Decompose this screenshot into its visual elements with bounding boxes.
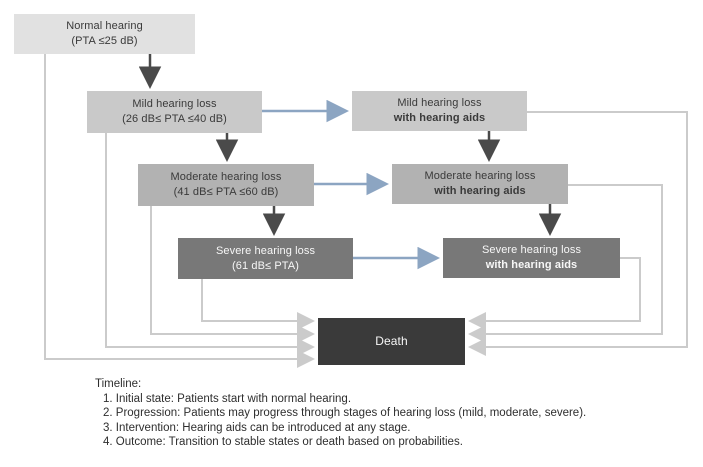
timeline-heading: Timeline:	[95, 378, 142, 390]
state-severe-hearing-loss: Severe hearing loss (61 dB≤ PTA)	[178, 238, 353, 279]
state-label: Moderate hearing loss	[170, 171, 282, 184]
timeline-item: 4. Outcome: Transition to stable states …	[103, 436, 463, 449]
state-moderate-hearing-loss-with-aids: Moderate hearing loss with hearing aids	[392, 164, 568, 204]
arrow-mild-aids-to-death	[468, 111, 688, 356]
state-label: Death	[375, 334, 408, 349]
arrow-moderate-aids-to-death	[468, 184, 663, 343]
state-label: Severe hearing loss	[481, 244, 582, 257]
state-death: Death	[318, 318, 465, 365]
state-label: Mild hearing loss	[132, 98, 217, 111]
state-mild-hearing-loss-with-aids: Mild hearing loss with hearing aids	[352, 91, 527, 131]
state-aids-label: with hearing aids	[393, 112, 486, 124]
state-normal-hearing: Normal hearing (PTA ≤25 dB)	[14, 14, 195, 54]
timeline-item: 3. Intervention: Hearing aids can be int…	[103, 421, 411, 434]
state-moderate-hearing-loss: Moderate hearing loss (41 dB≤ PTA ≤60 dB…	[138, 164, 314, 206]
timeline-item: 2. Progression: Patients may progress th…	[103, 407, 587, 420]
timeline-caption: Timeline: 1. Initial state: Patients sta…	[95, 377, 655, 450]
arrow-severe-to-death	[201, 279, 315, 330]
state-range: (26 dB≤ PTA ≤40 dB)	[122, 113, 227, 125]
state-label: Moderate hearing loss	[424, 170, 536, 183]
state-label: Severe hearing loss	[215, 244, 316, 257]
arrow-mild-to-death	[105, 133, 315, 356]
timeline-item: 1. Initial state: Patients start with no…	[103, 392, 352, 405]
state-range: (PTA ≤25 dB)	[71, 35, 138, 47]
state-label: Mild hearing loss	[397, 97, 482, 110]
state-mild-hearing-loss: Mild hearing loss (26 dB≤ PTA ≤40 dB)	[87, 91, 262, 133]
state-label: Normal hearing	[66, 20, 143, 33]
arrow-severe-aids-to-death	[468, 257, 641, 330]
state-range: (61 dB≤ PTA)	[232, 259, 299, 272]
state-aids-label: with hearing aids	[485, 259, 578, 271]
arrow-moderate-to-death	[150, 206, 315, 343]
state-range: (41 dB≤ PTA ≤60 dB)	[173, 186, 279, 198]
state-aids-label: with hearing aids	[434, 185, 526, 197]
arrow-normal-to-death	[44, 54, 315, 368]
state-severe-hearing-loss-with-aids: Severe hearing loss with hearing aids	[443, 238, 620, 278]
